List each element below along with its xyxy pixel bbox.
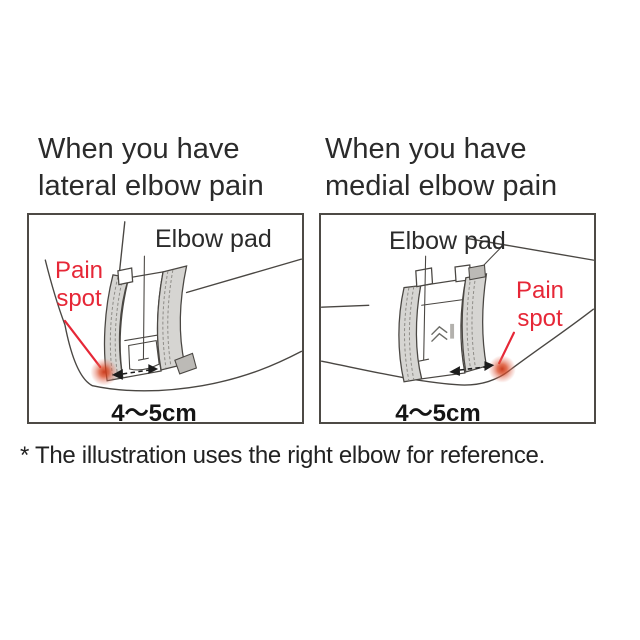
medial-elbow-illustration [321,237,594,386]
elbow-brace [398,264,488,383]
reference-footnote: * The illustration uses the right elbow … [20,442,545,469]
elbow-pad-shape [119,271,164,379]
heading-medial-line1: When you have [325,133,527,165]
pain-spot-leader-line [63,319,102,369]
strap-end-tab [174,352,198,375]
panel-lateral-illustration: Elbow pad Pain spot 4〜5cm [27,213,304,427]
heading-lateral-line1: When you have [38,133,240,165]
back-strap [156,265,188,371]
elbow-pad-leader-line [137,255,149,361]
elbow-pad-leader-line [418,255,430,362]
heading-lateral: When you have lateral elbow pain [38,131,264,205]
pain-glow [488,355,516,383]
pain-spot-marker [488,331,516,383]
buckle-tab-left [415,267,434,288]
panel-medial-illustration: Elbow pad Pain spot 4〜5cm [319,213,596,427]
distance-label: 4〜5cm [111,400,197,427]
lateral-elbow-illustration [44,221,302,392]
buckle-tab [117,267,134,286]
elbow-pad-label: Elbow pad [155,225,272,253]
distance-arrow [112,364,159,380]
distance-label: 4〜5cm [395,400,481,427]
heading-medial: When you have medial elbow pain [325,131,557,205]
distance-arrow [449,361,495,376]
brand-chevron-logo [431,323,455,343]
elbow-brace [103,265,198,382]
pain-spot-label: Pain spot [54,257,104,312]
elbow-pad-label: Elbow pad [389,227,506,255]
pain-spot-label: Pain spot [515,277,565,332]
heading-medial-line2: medial elbow pain [325,170,558,202]
pain-spot-marker [63,319,118,386]
pain-glow [90,358,118,386]
strap-end-tab [468,264,487,281]
heading-lateral-line2: lateral elbow pain [38,170,264,202]
